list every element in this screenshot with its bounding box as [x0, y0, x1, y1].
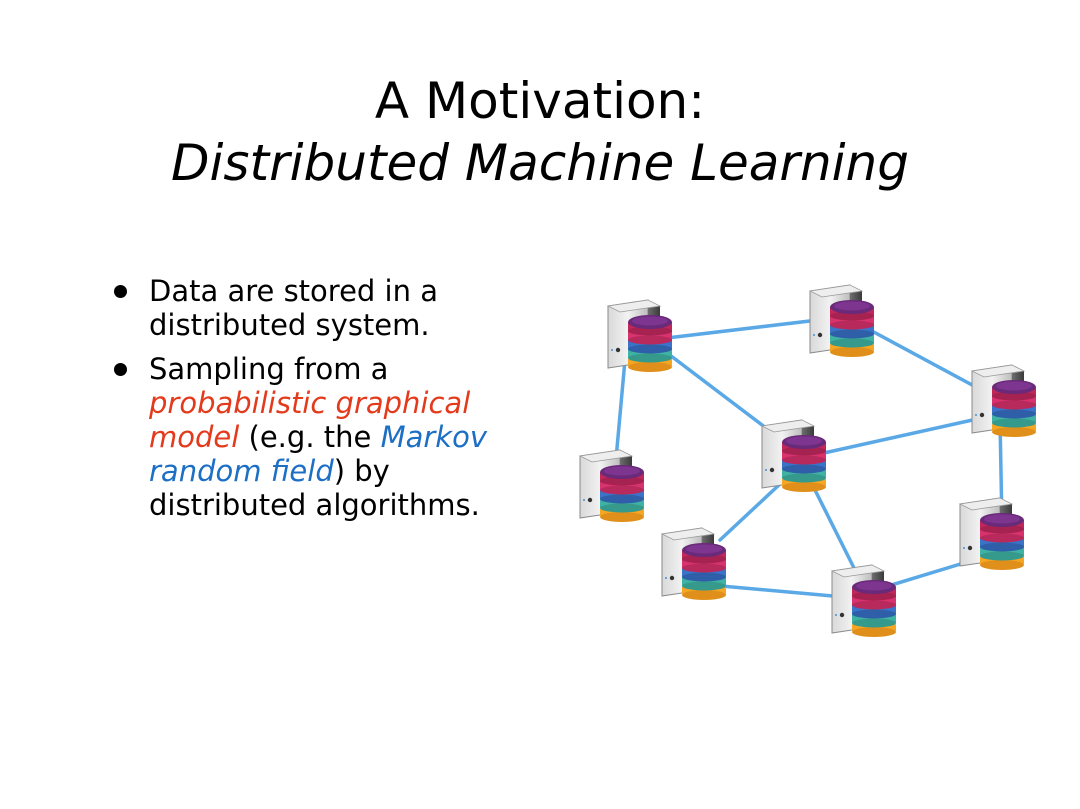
server-node-2 [809, 284, 875, 358]
emphasis-pgm: probabilistic graphical model [149, 386, 471, 454]
bullet-item-2: Sampling from a probabilistic graphical … [112, 352, 512, 522]
bullet-text-1: Data are stored in a distributed system. [149, 274, 438, 342]
bullet-dot-icon [114, 363, 127, 376]
bullet-item-1: Data are stored in a distributed system. [112, 274, 512, 342]
title-line-2: Distributed Machine Learning [171, 133, 909, 192]
server-node-4 [761, 419, 827, 493]
bullet-list: Data are stored in a distributed system.… [112, 274, 512, 532]
bullet-text-2c: ) by distributed algorithms. [149, 454, 480, 522]
slide-title: A Motivation: Distributed Machine Learni… [0, 70, 1080, 194]
server-node-7 [661, 527, 727, 601]
distributed-network-diagram [579, 284, 1037, 638]
server-node-6 [959, 497, 1025, 571]
emphasis-mrf: Markov random field [149, 420, 487, 488]
server-nodes [579, 284, 1037, 638]
server-node-5 [579, 449, 645, 523]
server-node-8 [831, 564, 897, 638]
server-node-1 [607, 299, 673, 373]
title-line-1: A Motivation: [374, 71, 706, 130]
server-node-3 [971, 364, 1037, 438]
bullet-dot-icon [114, 285, 127, 298]
bullet-text-2b: (e.g. the [248, 420, 372, 454]
bullet-text-2a: Sampling from a [149, 352, 389, 386]
